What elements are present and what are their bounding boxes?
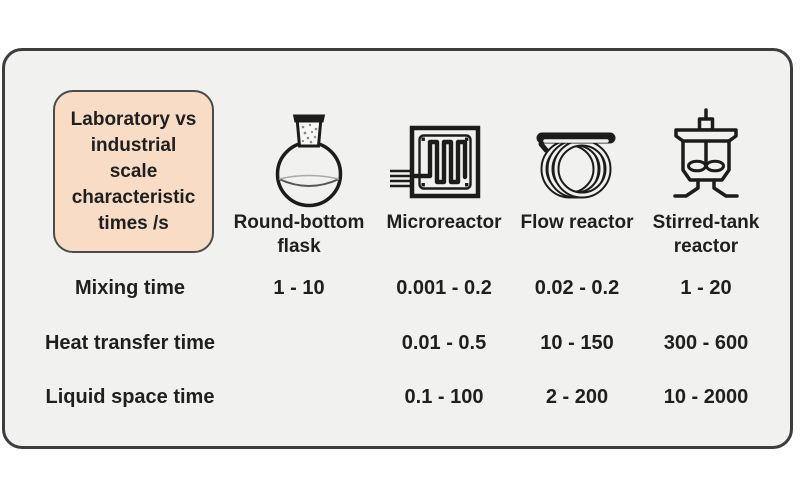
cell-liquid-flow-reactor: 2 - 200: [545, 386, 609, 408]
row-label-liquid-space-time: Liquid space time: [45, 386, 215, 408]
legend-line: Laboratory vs: [70, 108, 197, 130]
legend-line: industrial: [90, 134, 177, 156]
row-label-heat-transfer-time: Heat transfer time: [44, 332, 216, 354]
column-header-round-bottom-flask: Round-bottom flask: [233, 212, 365, 257]
column-header-microreactor: Microreactor: [386, 212, 502, 233]
row-label-mixing-time: Mixing time: [74, 277, 185, 299]
cell-heat-flow-reactor: 10 - 150: [540, 332, 614, 354]
cell-mixing-stirred-tank: 1 - 20: [680, 277, 732, 299]
microreactor-icon: [390, 125, 482, 200]
legend-line: times /s: [98, 212, 169, 234]
round-bottom-flask-icon: [266, 112, 352, 208]
legend-line: scale: [109, 160, 158, 182]
flow-reactor-icon: [536, 126, 616, 200]
column-header-stirred-tank: Stirred-tank reactor: [652, 212, 760, 257]
cell-liquid-stirred-tank: 10 - 2000: [663, 386, 749, 408]
cell-mixing-flask: 1 - 10: [273, 277, 325, 299]
column-header-flow-reactor: Flow reactor: [520, 212, 634, 233]
cell-heat-stirred-tank: 300 - 600: [663, 332, 749, 354]
cell-mixing-flow-reactor: 0.02 - 0.2: [534, 277, 620, 299]
cell-liquid-microreactor: 0.1 - 100: [404, 386, 484, 408]
stirred-tank-reactor-icon: [668, 108, 744, 206]
legend-box: Laboratory vs industrial scale character…: [53, 90, 214, 253]
cell-mixing-microreactor: 0.001 - 0.2: [396, 277, 492, 299]
legend-line: characteristic: [71, 186, 196, 208]
cell-heat-microreactor: 0.01 - 0.5: [401, 332, 487, 354]
